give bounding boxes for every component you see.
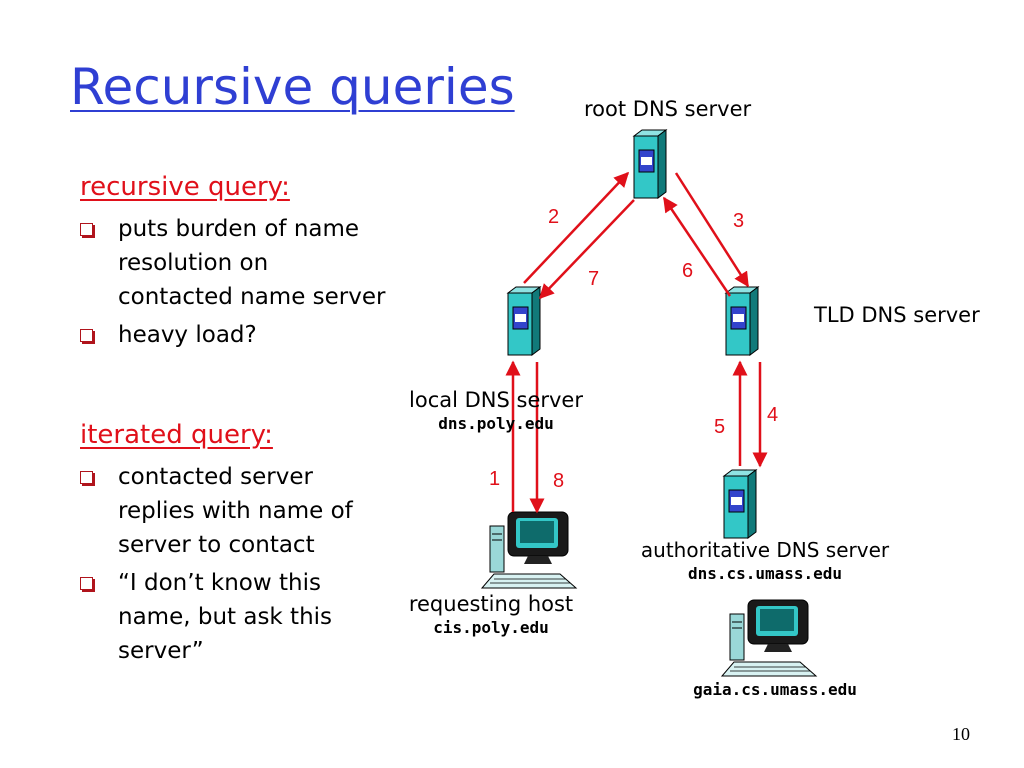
bullet-item: “I don’t know this name, but ask this se…: [80, 566, 388, 668]
root-server-icon: [633, 129, 667, 199]
arrow-step-2: [523, 171, 630, 284]
slide-title: Recursive queries: [70, 58, 515, 116]
tld-server-label: TLD DNS server: [814, 303, 980, 327]
local-server-icon: [507, 286, 541, 356]
auth-server-caption: authoritative DNS server dns.cs.umass.ed…: [620, 538, 910, 583]
recursive-query-heading: recursive query:: [80, 172, 290, 202]
target-host-computer-icon: [721, 599, 817, 677]
step-5-label: 5: [714, 416, 726, 438]
requesting-host-label: requesting host: [408, 592, 574, 616]
local-server-label: local DNS server: [409, 388, 583, 412]
arrow-step-6: [662, 196, 732, 297]
auth-server-icon: [723, 469, 757, 539]
step-1-label: 1: [489, 468, 501, 490]
bullet-box-icon: [80, 223, 93, 236]
iterated-query-heading: iterated query:: [80, 420, 273, 450]
arrow-step-3: [674, 172, 750, 288]
bullet-box-icon: [80, 471, 93, 484]
local-server-caption: local DNS server dns.poly.edu: [386, 388, 606, 433]
auth-server-label: authoritative DNS server: [640, 538, 890, 562]
slide-number: 10: [952, 724, 970, 744]
requesting-host-computer-icon: [481, 511, 577, 589]
step-4-label: 4: [767, 404, 779, 426]
step-3-label: 3: [733, 210, 745, 232]
recursive-bullets: puts burden of name resolution on contac…: [80, 212, 388, 352]
bullet-box-icon: [80, 577, 93, 590]
bullet-box-icon: [80, 329, 93, 342]
iterated-bullets: contacted server replies with name of se…: [80, 460, 388, 668]
arrow-step-7: [538, 199, 635, 300]
recursive-section: recursive query: puts burden of name res…: [80, 172, 388, 356]
step-2-label: 2: [548, 206, 560, 228]
step-7-label: 7: [588, 268, 600, 290]
step-8-label: 8: [553, 470, 565, 492]
auth-server-host: dns.cs.umass.edu: [687, 564, 843, 583]
iterated-section: iterated query: contacted server replies…: [80, 420, 388, 672]
bullet-item: heavy load?: [80, 318, 388, 352]
requesting-host-caption: requesting host cis.poly.edu: [386, 592, 596, 637]
target-host-name: gaia.cs.umass.edu: [693, 680, 857, 699]
local-server-host: dns.poly.edu: [438, 414, 554, 433]
bullet-item: contacted server replies with name of se…: [80, 460, 388, 562]
bullet-item: puts burden of name resolution on contac…: [80, 212, 388, 314]
root-server-label: root DNS server: [584, 97, 752, 121]
tld-server-icon: [725, 286, 759, 356]
step-6-label: 6: [682, 260, 694, 282]
requesting-host-name: cis.poly.edu: [433, 618, 549, 637]
